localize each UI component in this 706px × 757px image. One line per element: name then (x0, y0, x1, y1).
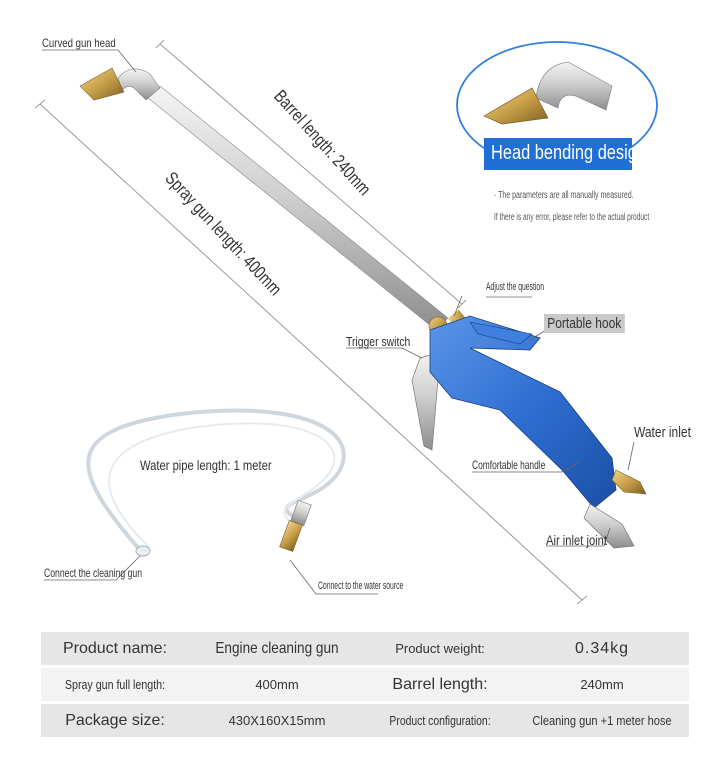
water-inlet-label: Water inlet (634, 424, 691, 441)
spec-value: 400mm (255, 677, 299, 692)
adjust-label: Adjust the question (486, 281, 545, 293)
spec-value: 0.34kg (574, 639, 630, 657)
note-line-1: · The parameters are all manually measur… (494, 190, 634, 201)
product-illustration: Curved gun head Barrel length: 240mm Spr… (34, 36, 691, 605)
trigger-switch-label: Trigger switch (346, 334, 411, 349)
spec-value: Cleaning gun +1 meter hose (532, 713, 672, 728)
comfortable-handle-label: Comfortable handle (472, 458, 546, 472)
gun-length-dimension-line (34, 99, 588, 605)
air-inlet-joint-label: Air inlet joint (546, 532, 608, 548)
spec-value: 430X160X15mm (228, 713, 326, 728)
curved-head-label: Curved gun head (42, 36, 116, 50)
head-bending-title: Head bending design (491, 142, 647, 164)
connect-gun-label: Connect the cleaning gun (44, 566, 142, 580)
spec-row: Spray gun full length: 400mm Barrel leng… (41, 668, 689, 701)
spec-key: Package size: (65, 711, 165, 729)
water-hose (86, 408, 346, 557)
water-pipe-length-label: Water pipe length: 1 meter (140, 457, 272, 473)
spec-key: Spray gun full length: (64, 677, 166, 692)
spec-key: Product weight: (395, 641, 485, 656)
spec-value: 240mm (580, 677, 624, 692)
connect-source-label: Connect to the water source (318, 580, 404, 592)
spray-gun-drawing (34, 39, 658, 605)
barrel-dimension-line (155, 39, 467, 309)
spec-row: Package size: 430X160X15mm Product confi… (41, 704, 689, 737)
hose-connector (279, 499, 312, 552)
spec-key: Barrel length: (392, 675, 488, 693)
spec-table: Product name: Engine cleaning gun Produc… (41, 632, 689, 740)
gun-body (411, 309, 647, 549)
spec-key: Product name: (62, 639, 168, 657)
spec-key: Product configuration: (389, 713, 491, 728)
head-bending-inset (456, 41, 658, 170)
barrel (117, 68, 449, 331)
spec-value: Engine cleaning gun (215, 639, 339, 657)
portable-hook-label: Portable hook (544, 314, 625, 333)
brass-nozzle (79, 67, 125, 101)
spec-row: Product name: Engine cleaning gun Produc… (41, 632, 689, 665)
note-line-2: If there is any error, please refer to t… (494, 212, 650, 223)
